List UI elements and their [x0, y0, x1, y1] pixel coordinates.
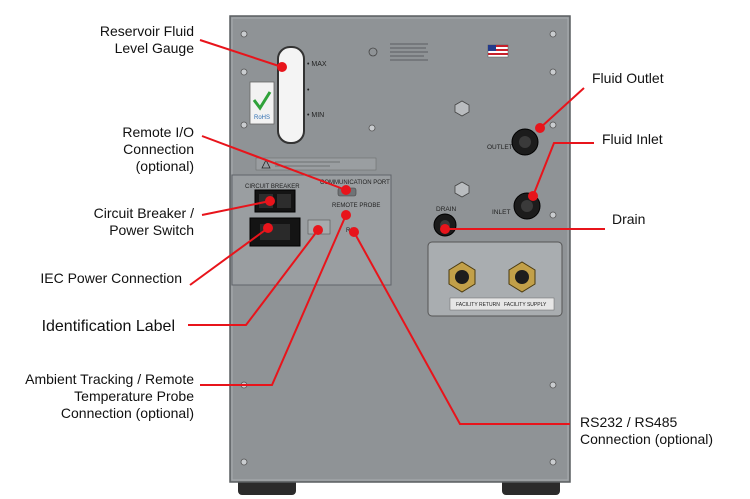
cert-mark-icon: [368, 47, 378, 57]
callout-identification: Identification Label: [41, 318, 175, 335]
dot-remote-io: [341, 185, 351, 195]
leader-fluid-inlet: [532, 142, 594, 197]
leader-remote-io: [201, 135, 347, 191]
outlet-panel-label: OUTLET: [487, 144, 513, 151]
leader-reservoir: [199, 39, 283, 68]
callout-reservoir: Reservoir Fluid Level Gauge: [99, 23, 194, 56]
remote-probe-panel-label: REMOTE PROBE: [332, 203, 380, 209]
facility-supply-panel-label: FACILITY SUPPLY: [504, 302, 547, 308]
facility-return-fitting[interactable]: [448, 261, 476, 293]
dot-iec: [263, 223, 273, 233]
dot-identification: [313, 225, 323, 235]
level-gauge-window: [277, 46, 305, 144]
drain-panel-label: DRAIN: [436, 206, 457, 213]
fluid-outlet-fitting[interactable]: [511, 128, 539, 156]
dot-ambient: [341, 210, 351, 220]
leader-iec: [189, 227, 269, 286]
callout-drain: Drain: [612, 211, 646, 227]
callout-iec: IEC Power Connection: [40, 270, 182, 286]
inlet-panel-label: INLET: [492, 209, 510, 216]
facility-return-panel-label: FACILITY RETURN: [456, 302, 500, 308]
dot-fluid-inlet: [528, 191, 538, 201]
gauge-mid-dot: •: [307, 87, 310, 94]
callout-fluid-inlet: Fluid Inlet: [602, 131, 663, 147]
dot-fluid-outlet: [535, 123, 545, 133]
callout-circuit-breaker: Circuit Breaker / Power Switch: [93, 205, 194, 238]
gauge-min-label: • MIN: [307, 112, 324, 119]
bracket-bolts: [454, 100, 470, 198]
communication-port-panel-label: COMMUNICATION PORT: [320, 180, 390, 186]
rohs-label: RoHS: [254, 115, 270, 121]
callout-fluid-outlet: Fluid Outlet: [592, 70, 664, 86]
leader-ambient: [200, 214, 347, 386]
callout-rs232: RS232 / RS485 Connection (optional): [580, 414, 714, 447]
callout-ambient: Ambient Tracking / Remote Temperature Pr…: [25, 371, 194, 421]
dot-drain: [440, 224, 450, 234]
us-flag-icon: [487, 44, 509, 58]
dot-circuit-breaker: [265, 196, 275, 206]
facility-supply-fitting[interactable]: [508, 261, 536, 293]
small-text-label: [390, 43, 428, 61]
leader-identification: [188, 229, 319, 326]
callout-remote-io: Remote I/O Connection (optional): [122, 124, 194, 174]
circuit-breaker-panel-label: CIRCUIT BREAKER: [245, 184, 300, 190]
facility-connection-plate: [427, 241, 563, 317]
leader-circuit-breaker: [201, 200, 271, 216]
leader-rs232: [353, 231, 570, 425]
dot-reservoir: [277, 62, 287, 72]
leader-fluid-outlet: [539, 87, 585, 129]
rohs-check-icon: [252, 91, 272, 111]
gauge-max-label: • MAX: [307, 61, 327, 68]
dot-rs232: [349, 227, 359, 237]
